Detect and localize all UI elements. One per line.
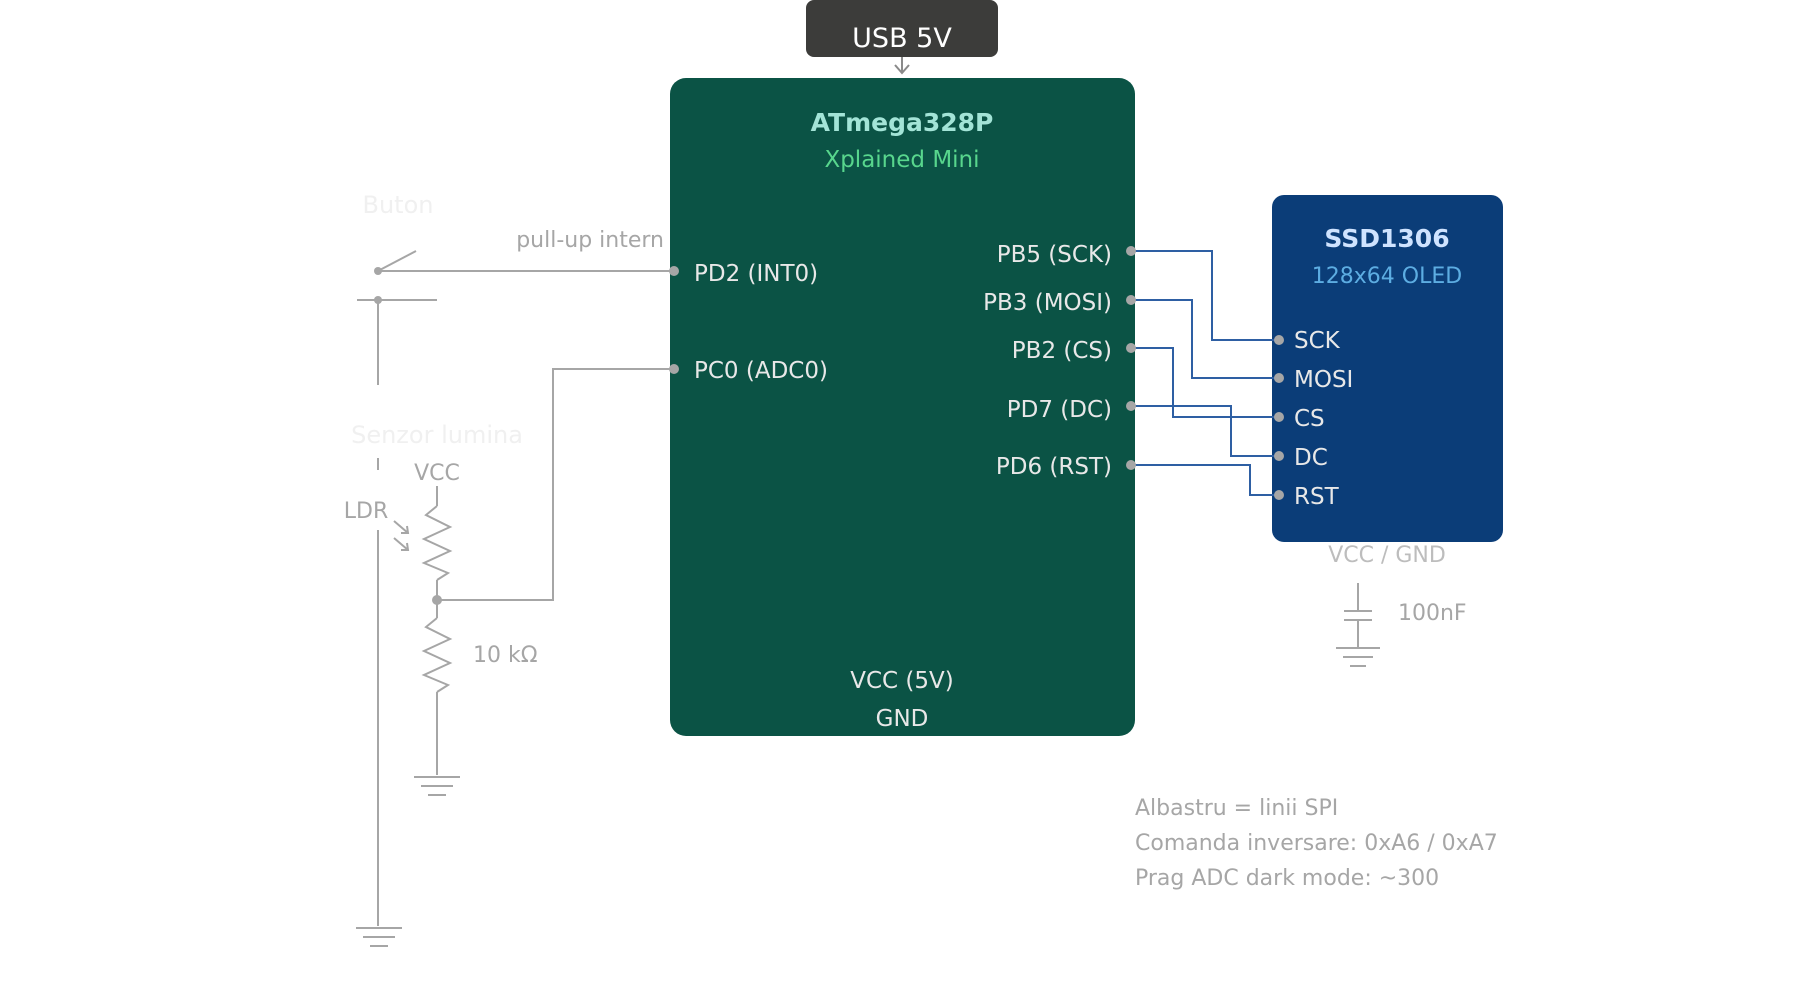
resistor-value: 10 kΩ (473, 643, 538, 668)
oled-power-label: VCC / GND (1328, 543, 1446, 568)
mcu-dot-pd2 (669, 266, 679, 276)
ldr-label: LDR (344, 499, 388, 524)
mcu-block: ATmega328P Xplained Mini PD2 (INT0) PC0 … (670, 78, 1135, 736)
capacitor-value: 100nF (1398, 601, 1467, 626)
mcu-pin-pd7: PD7 (DC) (1007, 397, 1112, 423)
mcu-body (670, 78, 1135, 736)
sensor-section: Senzor lumina LDR VCC 10 kΩ (344, 364, 679, 796)
oled-title: SSD1306 (1324, 224, 1449, 253)
mcu-vcc-label: VCC (5V) (850, 668, 953, 694)
button-label: Buton (363, 191, 434, 219)
button-section: Buton pull-up intern (356, 191, 679, 947)
wire-cs (1131, 347, 1279, 418)
power-label: USB 5V (852, 23, 952, 54)
sensor-vcc-label: VCC (414, 461, 460, 486)
mcu-dot-pb2 (1126, 343, 1136, 353)
wire-mosi (1131, 299, 1279, 379)
notes: Albastru = linii SPI Comanda inversare: … (1135, 796, 1498, 891)
mcu-pin-pb3: PB3 (MOSI) (983, 290, 1112, 316)
oled-dot-cs (1274, 412, 1284, 422)
mcu-pin-pb2: PB2 (CS) (1012, 338, 1112, 364)
light-arrows-icon (393, 520, 410, 551)
mcu-dot-pb5 (1126, 246, 1136, 256)
fixed-resistor (414, 600, 460, 796)
oled-dot-dc (1274, 451, 1284, 461)
mcu-dot-pc0 (669, 364, 679, 374)
oled-dot-mosi (1274, 373, 1284, 383)
mcu-pin-pd2: PD2 (INT0) (694, 261, 818, 287)
oled-pin-sck: SCK (1294, 328, 1341, 354)
oled-pin-dc: DC (1294, 445, 1328, 471)
oled-pin-rst: RST (1294, 484, 1340, 510)
power-box (806, 0, 998, 57)
button-contact-bottom (374, 296, 382, 304)
wire-sck (1131, 250, 1279, 341)
pullup-label: pull-up intern (516, 228, 664, 253)
oled-pin-mosi: MOSI (1294, 367, 1353, 393)
button-switch (356, 250, 437, 947)
mcu-pin-pc0: PC0 (ADC0) (694, 358, 828, 384)
oled-dot-rst (1274, 490, 1284, 500)
mcu-subtitle: Xplained Mini (824, 147, 979, 173)
mcu-pin-pd6: PD6 (RST) (996, 454, 1112, 480)
oled-block: SSD1306 128x64 OLED SCK MOSI CS DC RST V… (1272, 195, 1503, 568)
spi-wires (1131, 250, 1279, 496)
mcu-gnd-label: GND (876, 706, 929, 732)
capacitor (1336, 583, 1380, 667)
oled-pin-cs: CS (1294, 406, 1325, 432)
mcu-title: ATmega328P (811, 108, 994, 137)
wire-pc0 (437, 368, 674, 601)
button-contact-top (374, 267, 382, 275)
oled-subtitle: 128x64 OLED (1312, 264, 1462, 289)
note-2: Comanda inversare: 0xA6 / 0xA7 (1135, 831, 1498, 856)
oled-body (1272, 195, 1503, 542)
mcu-dot-pd7 (1126, 401, 1136, 411)
mcu-pin-pb5: PB5 (SCK) (997, 242, 1112, 268)
sensor-label: Senzor lumina (351, 421, 523, 449)
spi-pin-dots (1126, 246, 1284, 500)
power-arrow-head (894, 64, 910, 75)
oled-dot-sck (1274, 335, 1284, 345)
power-supply: USB 5V (806, 0, 998, 75)
mcu-dot-pb3 (1126, 295, 1136, 305)
note-3: Prag ADC dark mode: ~300 (1135, 866, 1439, 891)
note-1: Albastru = linii SPI (1135, 796, 1338, 821)
ldr-resistor (421, 486, 453, 600)
wire-rst (1131, 464, 1279, 496)
mcu-dot-pd6 (1126, 460, 1136, 470)
wire-dc (1131, 405, 1279, 457)
